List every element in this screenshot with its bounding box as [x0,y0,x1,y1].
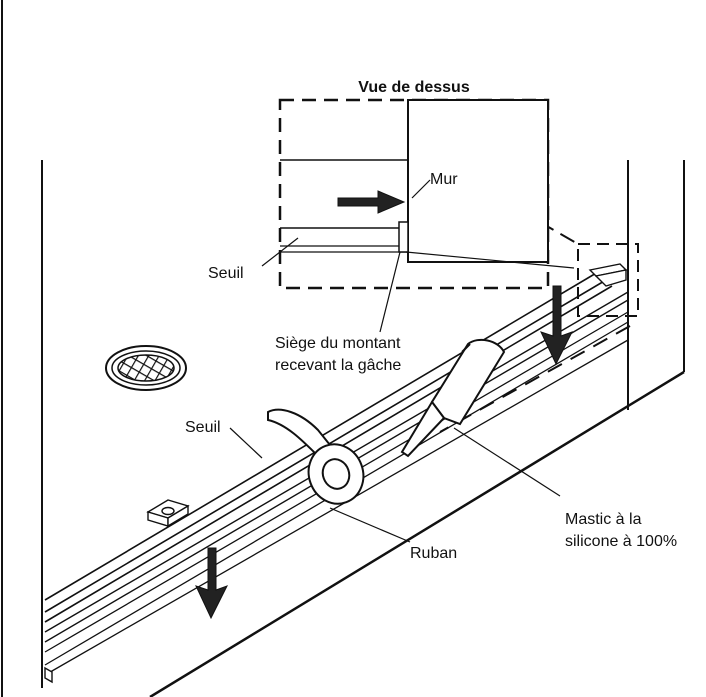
tape-roll-icon [267,408,365,505]
shower-walls [41,160,685,697]
wall-label: Mur [430,171,458,188]
strike-jamb-seat-block [44,499,190,684]
inset-threshold-leader [261,237,299,267]
drain-icon [105,345,187,391]
jamb-seat-leader [405,251,575,269]
jamb-seat-label-line1: Siège du montant [275,335,401,352]
arrow-icon [337,190,406,214]
sealant-bead [439,325,631,433]
jamb-seat-label-line2: recevant la gâche [275,357,401,374]
top-view-inset: Vue de dessus Mur Seuil [208,79,550,290]
sealant-leader [453,427,561,497]
wall-block [407,99,549,263]
threshold-leader [229,427,263,459]
arrow-icon [540,285,574,366]
threshold-label: Seuil [185,419,221,436]
tape-leader [329,507,411,543]
wall-leader [411,179,431,199]
tape-label: Ruban [410,545,457,562]
sealant-label-line1: Mastic à la [565,511,642,528]
caulk-tube-icon [400,338,506,458]
detail-marker-box [577,243,639,317]
arrow-icon [195,547,229,620]
inset-threshold-label: Seuil [208,265,244,282]
jamb-seat-leader [379,251,401,333]
sealant-label-line2: silicone à 100% [565,533,677,550]
threshold-section [280,159,409,253]
inset-title: Vue de dessus [358,79,470,96]
